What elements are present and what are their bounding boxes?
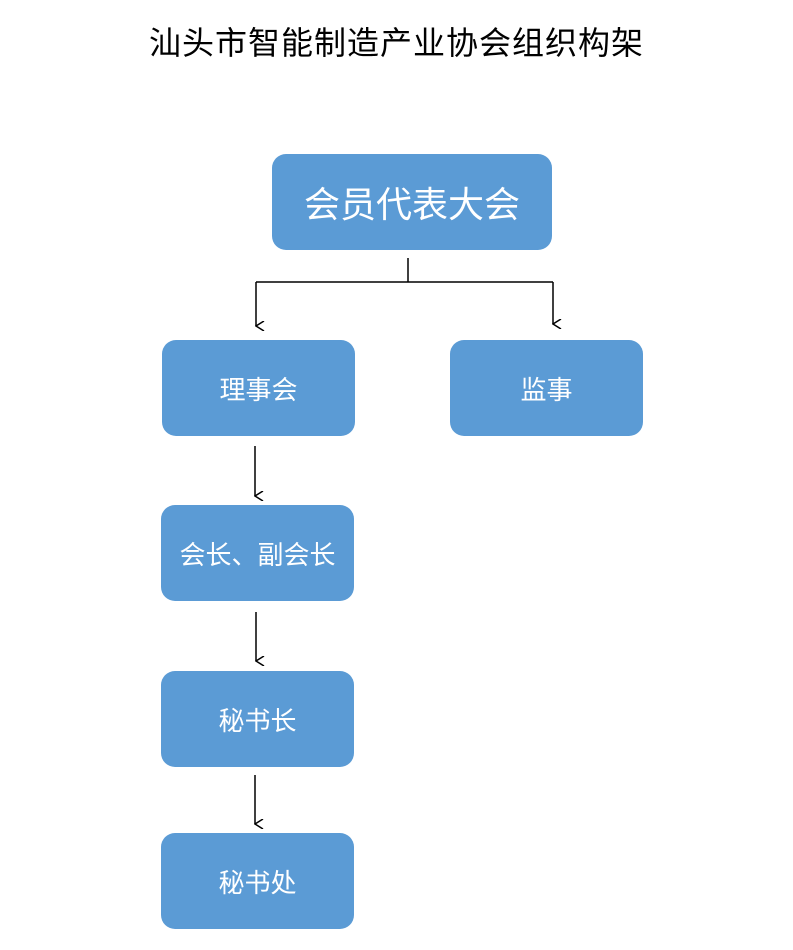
node-president: 会长、副会长 xyxy=(161,505,354,601)
node-secretariat-label: 秘书处 xyxy=(218,868,297,899)
node-general-assembly: 会员代表大会 xyxy=(272,154,552,250)
node-general-assembly-label: 会员代表大会 xyxy=(303,185,520,226)
node-supervisor: 监事 xyxy=(450,340,643,436)
node-secretary-general-label: 秘书长 xyxy=(218,706,297,737)
node-secretariat: 秘书处 xyxy=(161,833,354,929)
node-supervisor-label: 监事 xyxy=(520,375,573,406)
node-secretary-general: 秘书长 xyxy=(161,671,354,767)
page-title: 汕头市智能制造产业协会组织构架 xyxy=(148,24,644,62)
node-council-label: 理事会 xyxy=(219,375,298,406)
node-president-label: 会长、副会长 xyxy=(179,540,336,571)
node-council: 理事会 xyxy=(162,340,355,436)
